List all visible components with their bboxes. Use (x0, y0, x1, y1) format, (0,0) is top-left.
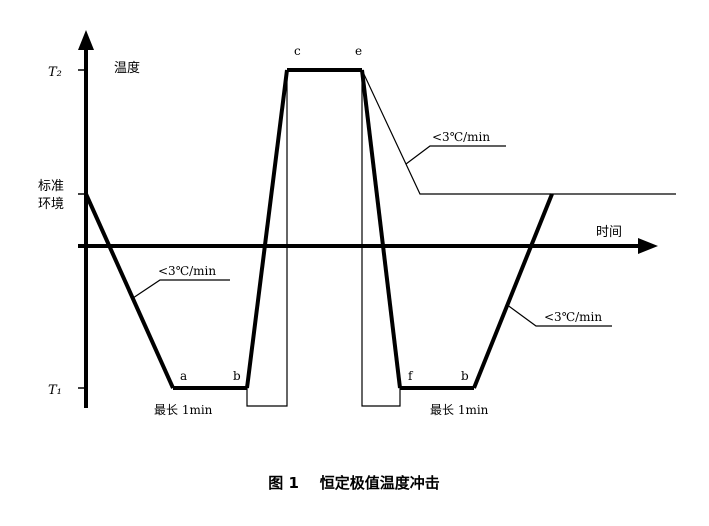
slow-cool-line (361, 69, 676, 195)
temperature-profile (84, 68, 554, 390)
point-c-label: c (294, 44, 301, 58)
leader-rate-top (405, 145, 506, 165)
point-b-left-label: b (233, 369, 241, 383)
dwell-annotation-left: 最长 1min (154, 403, 213, 417)
point-a-label: a (180, 369, 187, 383)
cooldown-segment (84, 193, 175, 389)
t1-label: T₁ (48, 383, 62, 398)
t2-label: T₂ (48, 65, 62, 80)
leaders (132, 145, 612, 327)
thin-lines (246, 69, 676, 407)
y-ticks (78, 69, 86, 389)
point-b-right-label: b (461, 369, 469, 383)
x-axis-label: 时间 (596, 225, 622, 240)
rate-annotation-right: <3℃/min (544, 310, 602, 324)
transfer-window-left (246, 70, 288, 407)
recovery-segment (472, 193, 554, 389)
dwell-annotation-right: 最长 1min (430, 403, 489, 417)
axes (78, 30, 658, 408)
rate-annotation-top: <3℃/min (432, 130, 490, 144)
rate-annotation-left: <3℃/min (158, 264, 216, 278)
y-axis-arrow (78, 30, 94, 50)
heatup-segment (245, 69, 289, 389)
point-e-label: e (355, 44, 362, 58)
x-axis-arrow (638, 238, 658, 254)
leader-rate-right (505, 303, 612, 327)
transfer-window-right (361, 70, 401, 407)
ambient-label-line2: 环境 (38, 197, 64, 212)
point-f-label: f (408, 369, 414, 383)
quench-segment (360, 69, 402, 389)
ambient-label-line1: 标准 (38, 179, 64, 194)
leader-rate-left (132, 279, 230, 299)
figure-caption: 图 1 恒定极值温度冲击 (268, 474, 440, 492)
y-axis-label: 温度 (114, 60, 140, 76)
